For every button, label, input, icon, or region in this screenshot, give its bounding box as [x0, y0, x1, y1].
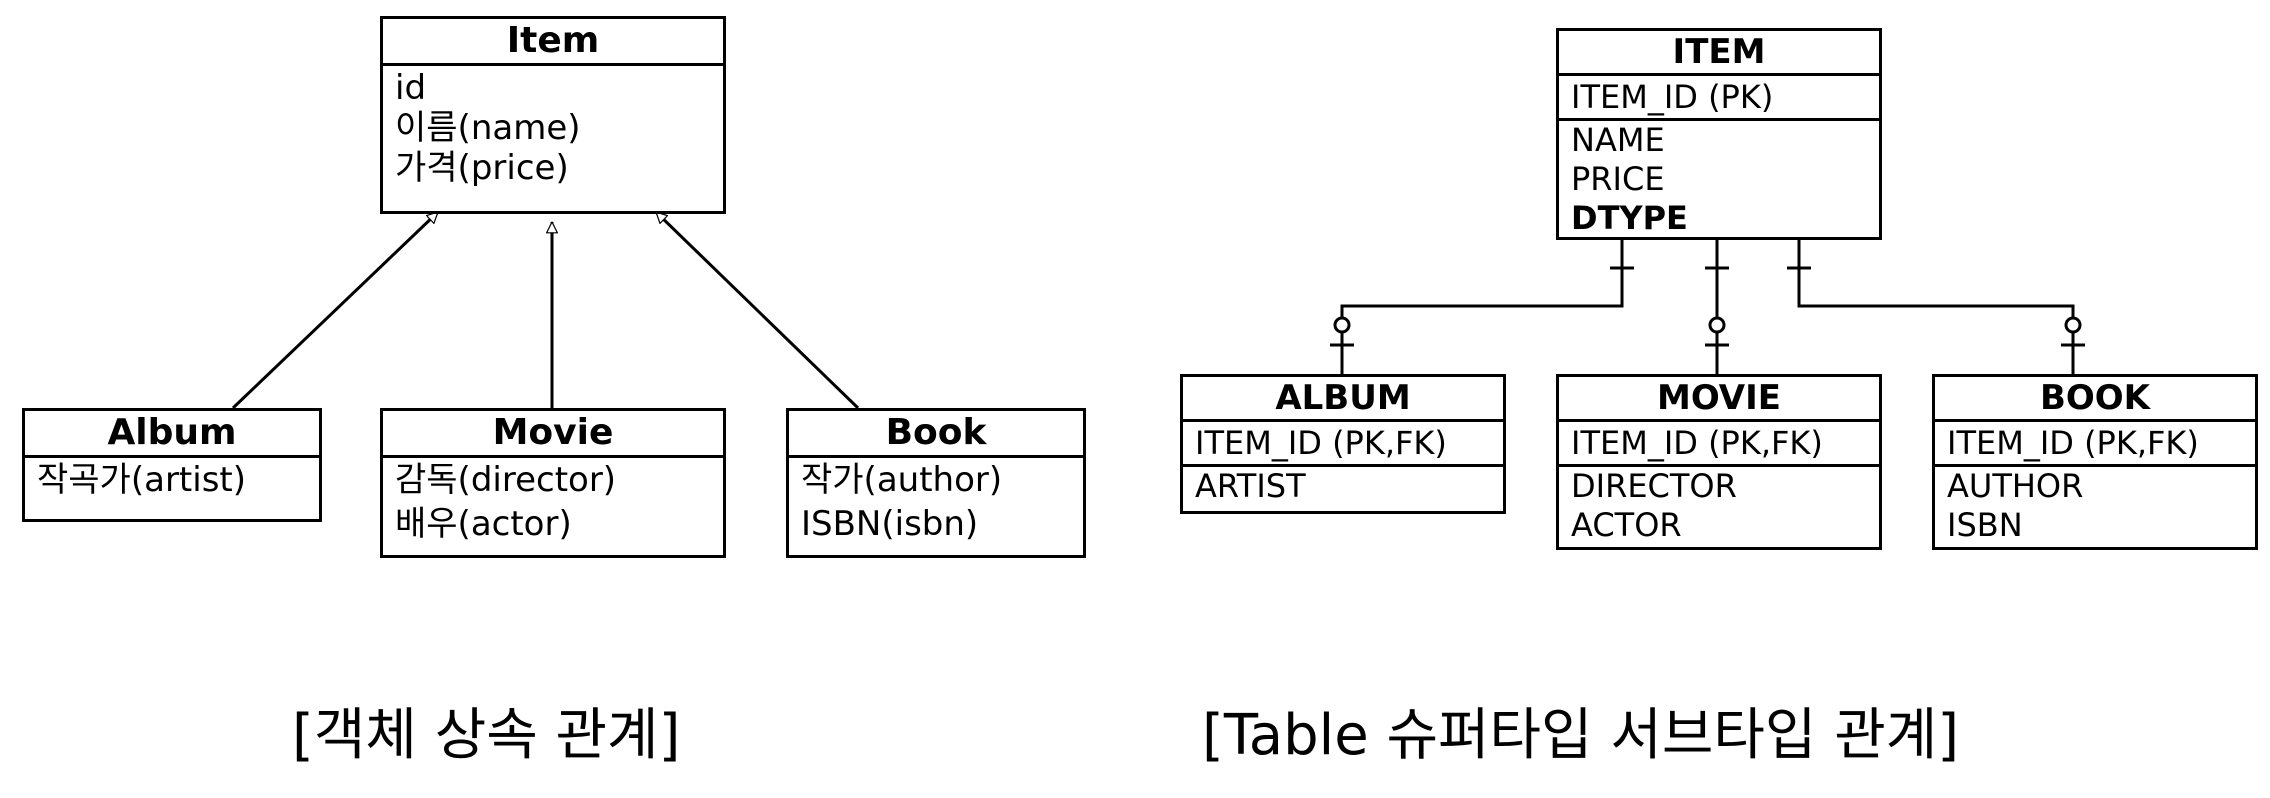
- table-book-title: BOOK: [1935, 377, 2255, 422]
- class-movie-field-director: 감독(director): [395, 460, 617, 500]
- er-relationship-lines: [1330, 240, 2085, 374]
- table-item-box: ITEM ITEM_ID (PK) NAME PRICE DTYPE: [1556, 28, 1882, 240]
- class-movie-title: Movie: [383, 411, 723, 458]
- class-item-field-price: 가격(price): [395, 148, 569, 188]
- class-book-field-isbn: ISBN(isbn): [801, 504, 979, 544]
- class-item-title: Item: [383, 19, 723, 66]
- class-diagram-caption: [객체 상속 관계]: [292, 703, 681, 768]
- book-to-item-arrow: [654, 210, 860, 410]
- class-movie-box: Movie 감독(director) 배우(actor): [380, 408, 726, 558]
- table-item-col-price: PRICE: [1571, 160, 1665, 198]
- class-book-field-author: 작가(author): [801, 460, 1003, 500]
- table-movie-pk: ITEM_ID (PK,FK): [1559, 422, 1879, 467]
- table-item-col-name: NAME: [1571, 121, 1665, 159]
- table-book-col-isbn: ISBN: [1947, 506, 2023, 544]
- table-album-box: ALBUM ITEM_ID (PK,FK) ARTIST: [1180, 374, 1506, 514]
- item-book-relation: [1797, 240, 2075, 374]
- table-book-col-author: AUTHOR: [1947, 467, 2084, 505]
- inheritance-arrows: [231, 210, 860, 410]
- class-movie-field-actor: 배우(actor): [395, 504, 572, 544]
- class-album-field-artist: 작곡가(artist): [37, 460, 247, 500]
- table-movie-title: MOVIE: [1559, 377, 1879, 422]
- table-item-pk: ITEM_ID (PK): [1559, 76, 1879, 121]
- item-album-relation: [1340, 240, 1624, 374]
- table-movie-col-director: DIRECTOR: [1571, 467, 1737, 505]
- class-album-title: Album: [25, 411, 319, 458]
- table-album-col-artist: ARTIST: [1195, 467, 1306, 505]
- table-item-col-dtype: DTYPE: [1571, 199, 1688, 237]
- table-book-pk: ITEM_ID (PK,FK): [1935, 422, 2255, 467]
- class-album-box: Album 작곡가(artist): [22, 408, 322, 522]
- table-movie-box: MOVIE ITEM_ID (PK,FK) DIRECTOR ACTOR: [1556, 374, 1882, 550]
- album-to-item-arrow: [231, 210, 440, 410]
- class-item-field-id: id: [395, 68, 427, 108]
- table-book-box: BOOK ITEM_ID (PK,FK) AUTHOR ISBN: [1932, 374, 2258, 550]
- table-movie-col-actor: ACTOR: [1571, 506, 1682, 544]
- table-item-title: ITEM: [1559, 31, 1879, 76]
- class-item-box: Item id 이름(name) 가격(price): [380, 16, 726, 214]
- table-diagram-caption: [Table 슈퍼타입 서브타입 관계]: [1202, 703, 1960, 768]
- table-album-title: ALBUM: [1183, 377, 1503, 422]
- class-book-title: Book: [789, 411, 1083, 458]
- class-item-field-name: 이름(name): [395, 108, 581, 148]
- class-book-box: Book 작가(author) ISBN(isbn): [786, 408, 1086, 558]
- table-album-pk: ITEM_ID (PK,FK): [1183, 422, 1503, 467]
